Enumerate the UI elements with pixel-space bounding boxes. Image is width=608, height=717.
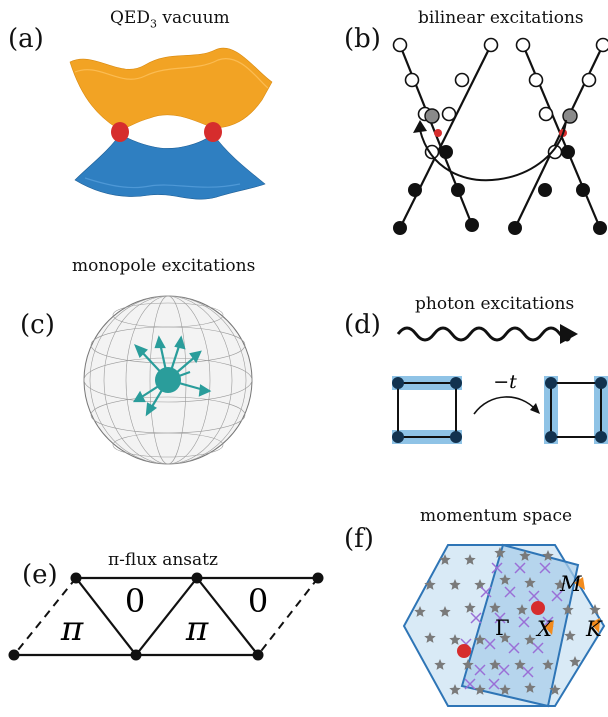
gamma-point	[531, 601, 545, 615]
star-point	[439, 554, 451, 565]
cross-point	[518, 616, 530, 628]
panel-label-c: (c)	[20, 310, 55, 340]
star-point	[474, 579, 486, 590]
cross-point	[508, 642, 520, 654]
cross-points	[460, 562, 563, 690]
point-label-Gamma: Γ	[495, 616, 510, 640]
panel-label-a: (a)	[8, 24, 44, 54]
star-point	[524, 634, 536, 645]
star-point	[449, 634, 461, 645]
star-point	[464, 554, 476, 565]
cross-point	[514, 562, 526, 574]
panel-title-b: bilinear excitations	[418, 8, 584, 28]
cross-point	[494, 612, 506, 624]
excitation-arrow	[419, 119, 567, 181]
cross-point	[470, 612, 482, 624]
monopole-charge	[155, 367, 181, 393]
star-point	[494, 547, 506, 558]
star-point	[489, 602, 501, 613]
star-point	[414, 606, 426, 617]
star-point	[499, 632, 511, 643]
cross-point	[491, 562, 503, 574]
cross-point	[532, 642, 544, 654]
panel-title-a: QED3 vacuum	[110, 8, 230, 31]
cross-point	[464, 678, 476, 690]
star-point	[549, 684, 561, 695]
star-point	[562, 604, 574, 615]
photon-wave	[396, 326, 572, 342]
star-point	[569, 656, 581, 667]
star-point	[474, 684, 486, 695]
star-point	[519, 550, 531, 561]
star-point	[439, 606, 451, 617]
filled-states	[393, 145, 607, 235]
cross-point	[474, 664, 486, 676]
panel-title-f: momentum space	[420, 506, 573, 526]
flux-label-3: π	[185, 609, 209, 649]
star-point	[489, 659, 501, 670]
star-point	[589, 604, 601, 615]
cross-point	[551, 590, 563, 602]
star-point	[524, 577, 536, 588]
lower-band-surface	[74, 133, 266, 200]
cross-point	[488, 678, 500, 690]
cross-point	[528, 590, 540, 602]
star-point	[499, 684, 511, 695]
star-point	[449, 579, 461, 590]
sphere-grid	[83, 295, 253, 465]
cross-point	[484, 638, 496, 650]
panel-title-d: photon excitations	[415, 294, 575, 314]
star-point	[424, 579, 436, 590]
star-point	[524, 682, 536, 693]
hopping-label: −t	[493, 371, 517, 393]
panel-label-e: (e)	[22, 560, 58, 590]
cross-point	[539, 562, 551, 574]
cross-point	[498, 664, 510, 676]
point-label-X: X	[535, 617, 553, 641]
cross-point	[504, 586, 516, 598]
flux-label-1: π	[60, 609, 84, 649]
dirac-point-left	[111, 122, 129, 142]
star-point	[516, 604, 528, 615]
point-label-M: M	[559, 572, 582, 596]
panel-label-f: (f)	[344, 524, 374, 554]
cross-point	[522, 666, 534, 678]
star-point	[449, 684, 461, 695]
dirac-point-right	[204, 122, 222, 142]
panel-title-e: π-flux ansatz	[108, 550, 218, 570]
star-point	[542, 550, 554, 561]
star-point	[462, 659, 474, 670]
cross-point	[480, 586, 492, 598]
panel-label-b: (b)	[344, 24, 381, 54]
star-point	[464, 602, 476, 613]
panel-label-d: (d)	[344, 310, 381, 340]
flux-label-4: 0	[248, 582, 268, 620]
star-point	[564, 630, 576, 641]
point-label-K: K	[585, 617, 603, 641]
gamma-point-shifted	[457, 644, 471, 658]
star-points	[414, 547, 601, 695]
star-point	[542, 659, 554, 670]
flux-label-2: 0	[125, 582, 145, 620]
star-point	[499, 574, 511, 585]
panel-title-c: monopole excitations	[72, 256, 256, 276]
star-point	[554, 579, 566, 590]
star-point	[434, 659, 446, 670]
star-point	[424, 632, 436, 643]
lattice-sites	[8, 572, 324, 661]
star-point	[474, 634, 486, 645]
